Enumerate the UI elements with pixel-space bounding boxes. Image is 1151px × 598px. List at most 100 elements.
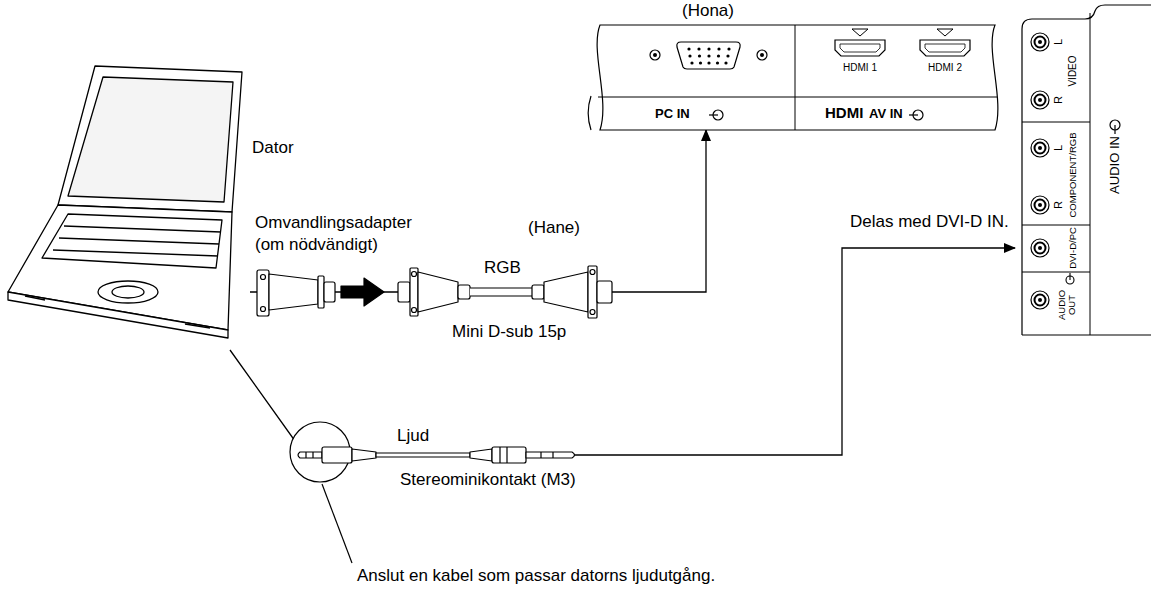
drawing-circle <box>727 47 730 50</box>
drawing-circle <box>1035 37 1046 48</box>
channel-label: R <box>1052 96 1065 104</box>
drawing-circle <box>1031 139 1049 157</box>
drawing-circle <box>717 47 720 50</box>
port-label: AUDIO OUT <box>1057 287 1077 323</box>
drawing-rect <box>492 447 526 463</box>
drawing-ellipse <box>112 286 144 298</box>
drawing-line <box>59 238 219 244</box>
drawing-rect <box>597 281 612 303</box>
drawing-circle <box>690 61 693 64</box>
drawing-path <box>526 452 575 458</box>
channel-label: L <box>1052 145 1065 151</box>
drawing-circle <box>1035 243 1046 254</box>
drawing-circle <box>1038 298 1042 302</box>
drawing-circle <box>412 308 417 313</box>
drawing-circle <box>724 61 727 64</box>
drawing-path <box>298 452 322 458</box>
drawing-circle <box>590 310 595 315</box>
drawing-circle <box>698 54 701 57</box>
drawing-circle <box>1031 239 1049 257</box>
audio-cable <box>230 248 1015 455</box>
drawing-rect <box>410 268 418 316</box>
drawing-circle <box>1038 246 1042 250</box>
drawing-path <box>352 449 376 461</box>
drawing-line <box>25 296 45 300</box>
drawing-line <box>1022 225 1090 226</box>
drawing-rect <box>398 282 410 302</box>
drawing-rect <box>318 276 324 308</box>
drawing-line <box>1114 125 1115 134</box>
drawing-line <box>1022 122 1090 123</box>
drawing-line <box>909 114 918 115</box>
drawing-path <box>42 214 222 268</box>
drawing-path <box>852 29 868 36</box>
drawing-circle <box>1038 40 1042 44</box>
drawing-rect <box>322 447 352 463</box>
drawing-circle <box>1031 196 1049 214</box>
drawing-path <box>840 44 880 52</box>
drawing-path <box>1022 5 1151 335</box>
terminal-panel: (Hona)PC INHDMI 1HDMI 2HDMIAV IN <box>585 0 1005 130</box>
drawing-line <box>470 287 532 288</box>
drawing-circle <box>1038 98 1042 102</box>
drawing-rect <box>532 285 544 299</box>
drawing-line <box>470 295 532 296</box>
drawing-rect <box>470 288 532 296</box>
drawing-circle <box>1038 146 1042 150</box>
drawing-line <box>598 97 997 98</box>
device-label: Dator <box>252 138 294 158</box>
drawing-line <box>506 447 507 463</box>
drawing-circle <box>1031 291 1049 309</box>
drawing-path <box>418 272 458 312</box>
drawing-path <box>937 29 953 36</box>
rgb-cable <box>250 130 706 292</box>
drawing-line <box>64 226 221 232</box>
drawing-path <box>925 44 965 52</box>
drawing-line <box>305 452 306 458</box>
port-group-label: AUDIO IN <box>1107 136 1123 194</box>
port-label: AV IN <box>869 106 903 122</box>
drawing-rect <box>458 285 470 299</box>
drawing-circle <box>707 47 710 50</box>
drawing-path <box>588 96 591 130</box>
drawing-line <box>1022 272 1090 273</box>
drawing-path <box>68 77 233 202</box>
port-label: VIDEO <box>1067 55 1079 86</box>
port-label: HDMI 2 <box>928 62 962 74</box>
drawing-g <box>8 66 242 338</box>
drawing-circle <box>757 50 767 60</box>
drawing-path <box>1022 5 1151 335</box>
drawing-circle <box>1031 91 1049 109</box>
drawing-circle <box>590 270 595 275</box>
drawing-line <box>322 484 352 563</box>
drawing-path <box>677 42 740 69</box>
drawing-rect <box>324 282 335 302</box>
channel-label: L <box>1052 39 1065 45</box>
part-label: Stereominikontakt (M3) <box>400 470 576 490</box>
drawing-line <box>53 250 218 256</box>
connector-label: Delas med DVI-D IN. <box>848 212 1011 232</box>
drawing-circle <box>1035 295 1046 306</box>
drawing-path <box>544 272 588 312</box>
drawing-circle <box>716 61 719 64</box>
drawing-path <box>269 274 318 310</box>
drawing-rect <box>588 266 597 318</box>
drawing-path <box>470 449 492 461</box>
port-label: HDMI 1 <box>843 62 877 74</box>
drawing-circle <box>1035 95 1046 106</box>
drawing-circle <box>653 53 657 57</box>
drawing-svg <box>5 60 250 350</box>
connector-gender-label: (Hona) <box>682 1 734 21</box>
drawing-circle <box>707 54 710 57</box>
drawing-path <box>58 66 242 212</box>
hdmi-logo: HDMI <box>825 104 863 122</box>
connector-label: RGB <box>482 258 523 278</box>
drawing-path <box>341 278 384 306</box>
port-label: DVI-D/PC <box>1067 227 1078 269</box>
drawing-circle <box>717 54 720 57</box>
drawing-circle <box>1038 203 1042 207</box>
drawing-line <box>552 452 553 458</box>
drawing-line <box>709 114 718 115</box>
drawing-circle <box>688 54 691 57</box>
drawing-g <box>257 266 612 563</box>
